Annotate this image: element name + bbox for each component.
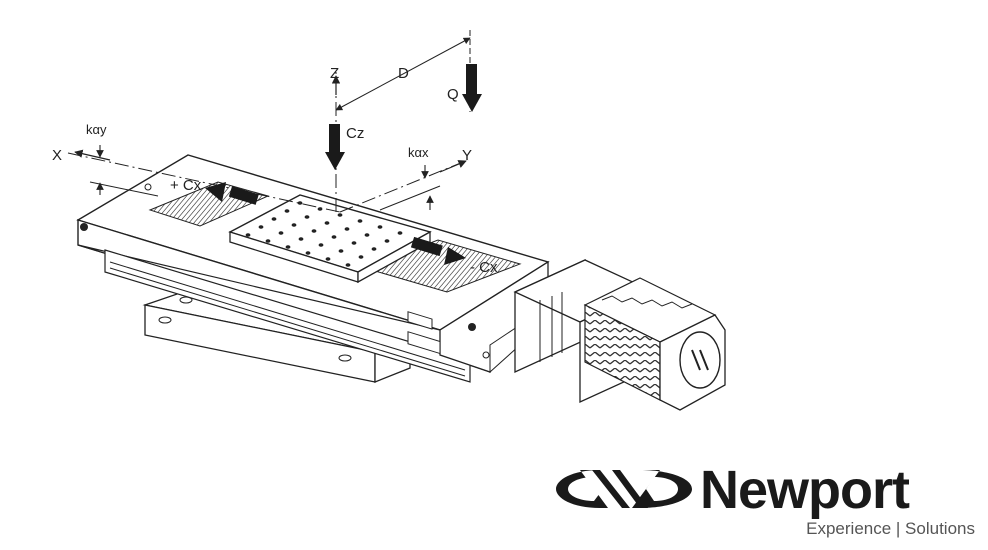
carriage-hole — [338, 249, 344, 253]
carriage-hole — [245, 233, 251, 237]
axes — [67, 30, 471, 213]
x-axis-label: X — [52, 147, 62, 164]
carriage-hole — [318, 243, 324, 247]
screw-icon — [144, 183, 152, 191]
newport-logo: Newport Experience | Solutions — [556, 460, 975, 538]
mount-hole — [158, 316, 172, 324]
connector-label — [407, 311, 433, 330]
distance-label: D — [398, 65, 409, 82]
screw-icon — [482, 351, 490, 359]
carriage-hole — [278, 231, 284, 235]
mount-hole — [338, 354, 352, 362]
kay-label: kαy — [86, 122, 107, 137]
carriage — [228, 194, 432, 284]
carriage-hole — [291, 223, 297, 227]
carriage-hole — [337, 213, 343, 217]
cx-left-label: + Cx — [170, 177, 202, 194]
carriage-hole — [284, 209, 290, 213]
carriage-hole — [311, 229, 317, 233]
motor-end-cap — [679, 331, 721, 389]
brand-plate — [407, 331, 441, 355]
carriage-hole — [304, 215, 310, 219]
carriage-hole — [377, 225, 383, 229]
distance-dimension — [335, 37, 471, 111]
load-q-label: Q — [447, 86, 459, 103]
carriage-hole — [384, 239, 390, 243]
screw-icon — [468, 323, 476, 331]
carriage-hole — [285, 245, 291, 249]
carriage-hole — [344, 227, 350, 231]
diagram-labels: X Y Z D Q Cz + Cx - Cx kαy kαx — [52, 65, 498, 276]
z-axis-label: Z — [330, 65, 339, 82]
carriage-hole — [371, 247, 377, 251]
newport-logo-icon — [556, 470, 692, 508]
carriage-hole — [331, 235, 337, 239]
newport-mark-icon — [691, 349, 709, 371]
motor — [513, 258, 726, 411]
carriage-hole — [265, 239, 271, 243]
carriage-hole — [351, 241, 357, 245]
cx-right-label: - Cx — [470, 259, 498, 276]
carriage-hole — [324, 221, 330, 225]
carriage-hole — [397, 231, 403, 235]
carriage-hole — [298, 237, 304, 241]
y-axis-arrow — [439, 160, 467, 173]
carriage-hole — [364, 233, 370, 237]
y-axis-label: Y — [462, 147, 472, 164]
load-cx-left-arrow — [228, 186, 259, 205]
carriage-hole — [271, 217, 277, 221]
carriage-hole — [305, 251, 311, 255]
load-cz-arrow — [329, 124, 340, 152]
brand-tagline: Experience | Solutions — [806, 519, 975, 538]
load-cx-right-arrow — [410, 236, 443, 257]
brand-name: Newport — [700, 460, 910, 520]
carriage-hole — [357, 219, 363, 223]
carriage-hole — [325, 257, 331, 261]
x-axis-arrow — [74, 149, 111, 161]
kax-label: kαx — [408, 145, 429, 160]
carriage-hole — [258, 225, 264, 229]
carriage-hole — [297, 201, 303, 205]
load-arrows — [205, 64, 482, 265]
carriage-hole — [345, 263, 351, 267]
load-q-arrow — [466, 64, 477, 94]
carriage-hole-grid — [245, 201, 403, 267]
carriage-hole — [358, 255, 364, 259]
screw-icon — [80, 223, 88, 231]
cz-label: Cz — [346, 125, 364, 142]
